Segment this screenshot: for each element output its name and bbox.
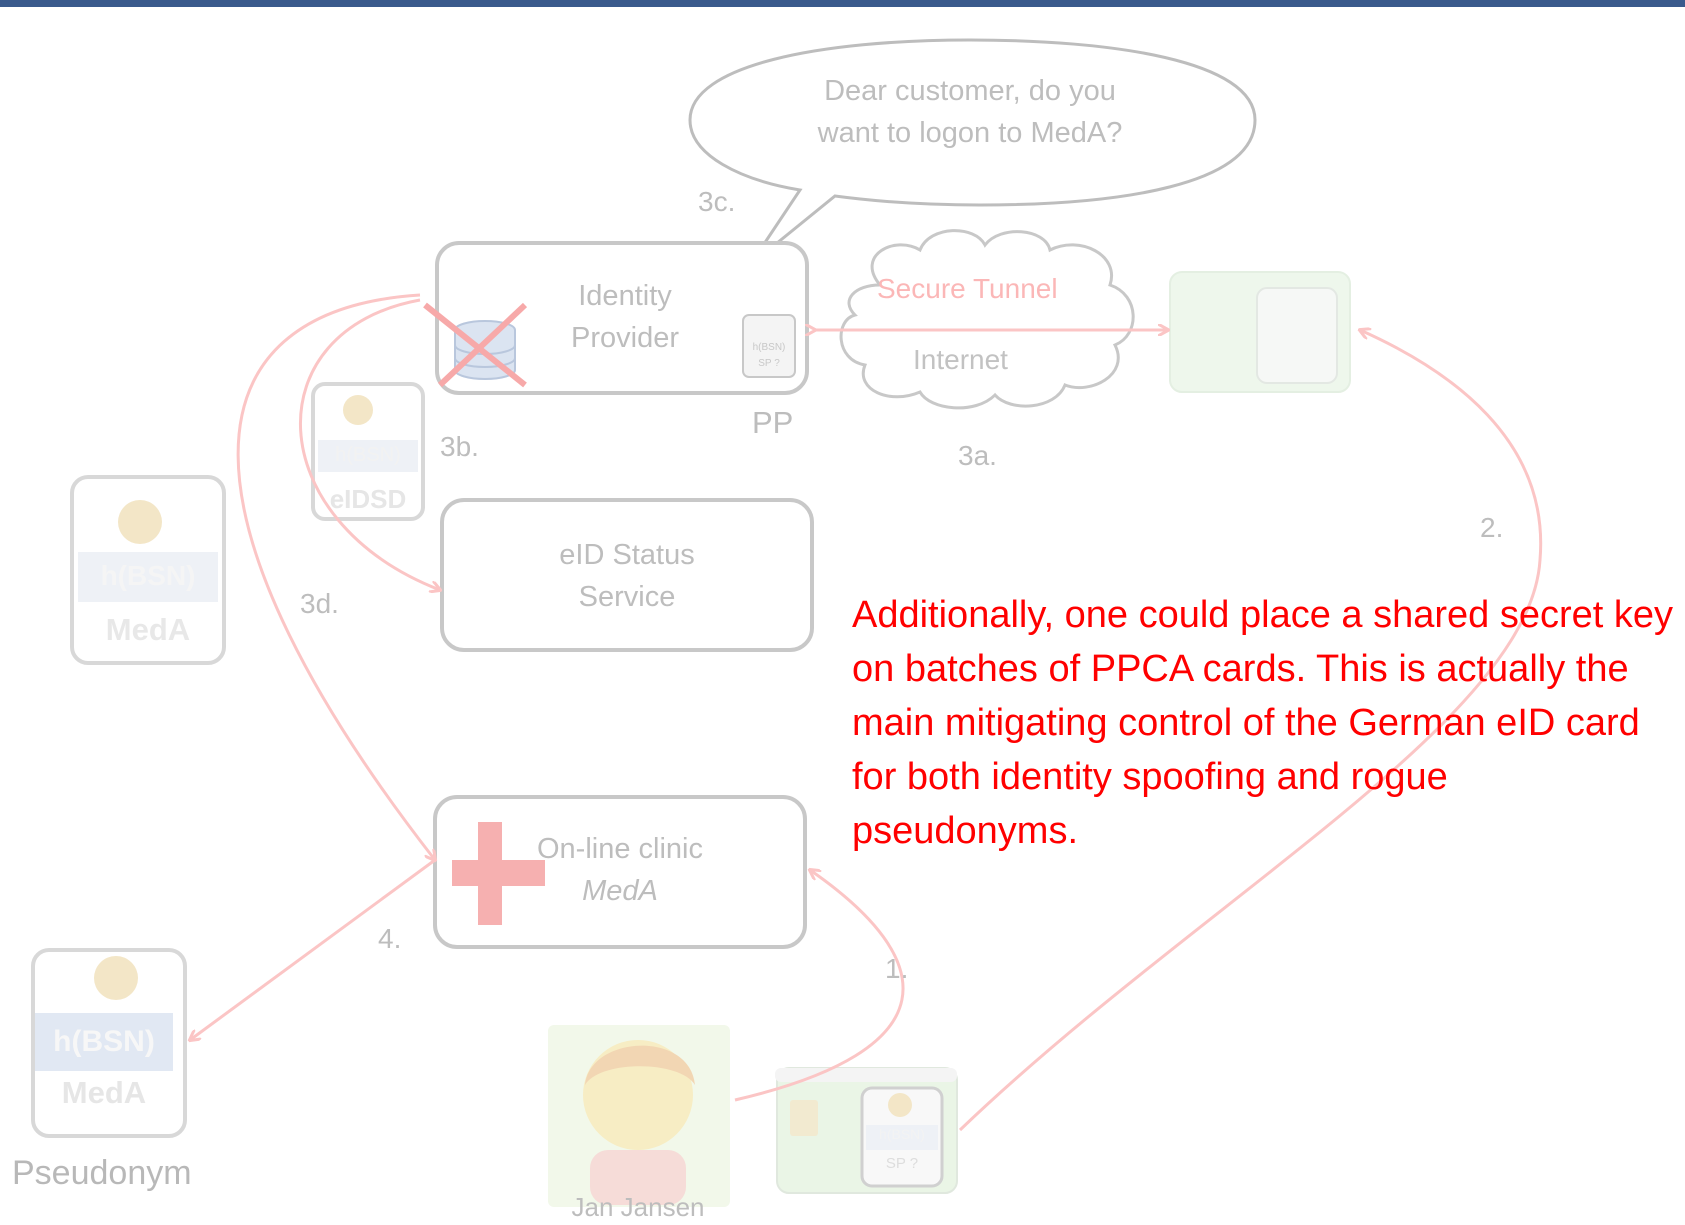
clinic-line-2: MedA — [582, 875, 658, 907]
step-3d-label: 3d. — [300, 588, 339, 619]
secure-tunnel-label: Secure Tunnel — [877, 273, 1058, 304]
red-cross-icon — [452, 822, 545, 925]
arrow-3d — [236, 293, 435, 860]
idp-chip-bottom: SP ? — [758, 358, 780, 369]
eid-status-line-2: Service — [578, 581, 676, 613]
step-3b-label: 3b. — [440, 431, 479, 462]
eidsd-card-bottom: eIDSD — [329, 484, 407, 514]
step-3a-label: 3a. — [958, 440, 997, 471]
arrow-3b — [299, 298, 440, 590]
eid-status-label: eID Status Service — [512, 534, 742, 618]
arrow-4 — [190, 858, 436, 1040]
pp-tag: PP — [752, 405, 794, 440]
clinic-box — [433, 795, 807, 949]
arrow-1 — [734, 870, 905, 1102]
meda-card-bottom: MedA — [105, 612, 191, 647]
speech-line-2: want to logon to MedA? — [817, 117, 1123, 149]
speech-bubble — [688, 38, 1257, 267]
top-bar — [0, 0, 1685, 7]
speech-line-1: Dear customer, do you — [824, 75, 1116, 107]
step-3c-label: 3c. — [698, 186, 736, 217]
idp-chip-card — [742, 314, 796, 378]
step-1-label: 1. — [885, 953, 909, 984]
eid-status-box — [440, 498, 814, 652]
arrow-2 — [958, 330, 1543, 1132]
internet-label: Internet — [913, 344, 1008, 375]
eidsd-card-top: h(BSN) — [335, 444, 401, 466]
database-crossed-icon — [423, 302, 528, 388]
smartcard-bottom: SP ? — [885, 1155, 919, 1172]
meda-card-top: h(BSN) — [100, 560, 196, 591]
idp-chip-top: h(BSN) — [752, 342, 786, 353]
step-2-label: 2. — [1480, 512, 1504, 543]
idp-line-2: Provider — [571, 322, 679, 354]
user-avatar-icon — [548, 1025, 730, 1207]
smartcard-top: h(BSN) — [879, 1126, 925, 1142]
speech-bubble-text: Dear customer, do you want to logon to M… — [760, 70, 1180, 154]
clinic-label: On-line clinic MedA — [515, 828, 725, 912]
idp-line-1: Identity — [578, 280, 672, 312]
user-name: Jan Jansen — [571, 1192, 705, 1222]
step-4-label: 4. — [378, 923, 402, 954]
eid-status-line-1: eID Status — [559, 539, 695, 571]
internet-cloud-shape — [839, 229, 1135, 410]
smartcard-icon — [775, 1067, 958, 1194]
clinic-line-1: On-line clinic — [537, 833, 703, 865]
pseudonym-caption: Pseudonym — [12, 1154, 192, 1192]
pseudonym-card-top: h(BSN) — [53, 1025, 155, 1058]
pseudonym-card-bottom: MedA — [61, 1075, 147, 1110]
flow-arrows — [190, 293, 1543, 1132]
identity-provider-label: Identity Provider — [540, 275, 710, 359]
annotation-note: Additionally, one could place a shared s… — [852, 594, 1674, 852]
